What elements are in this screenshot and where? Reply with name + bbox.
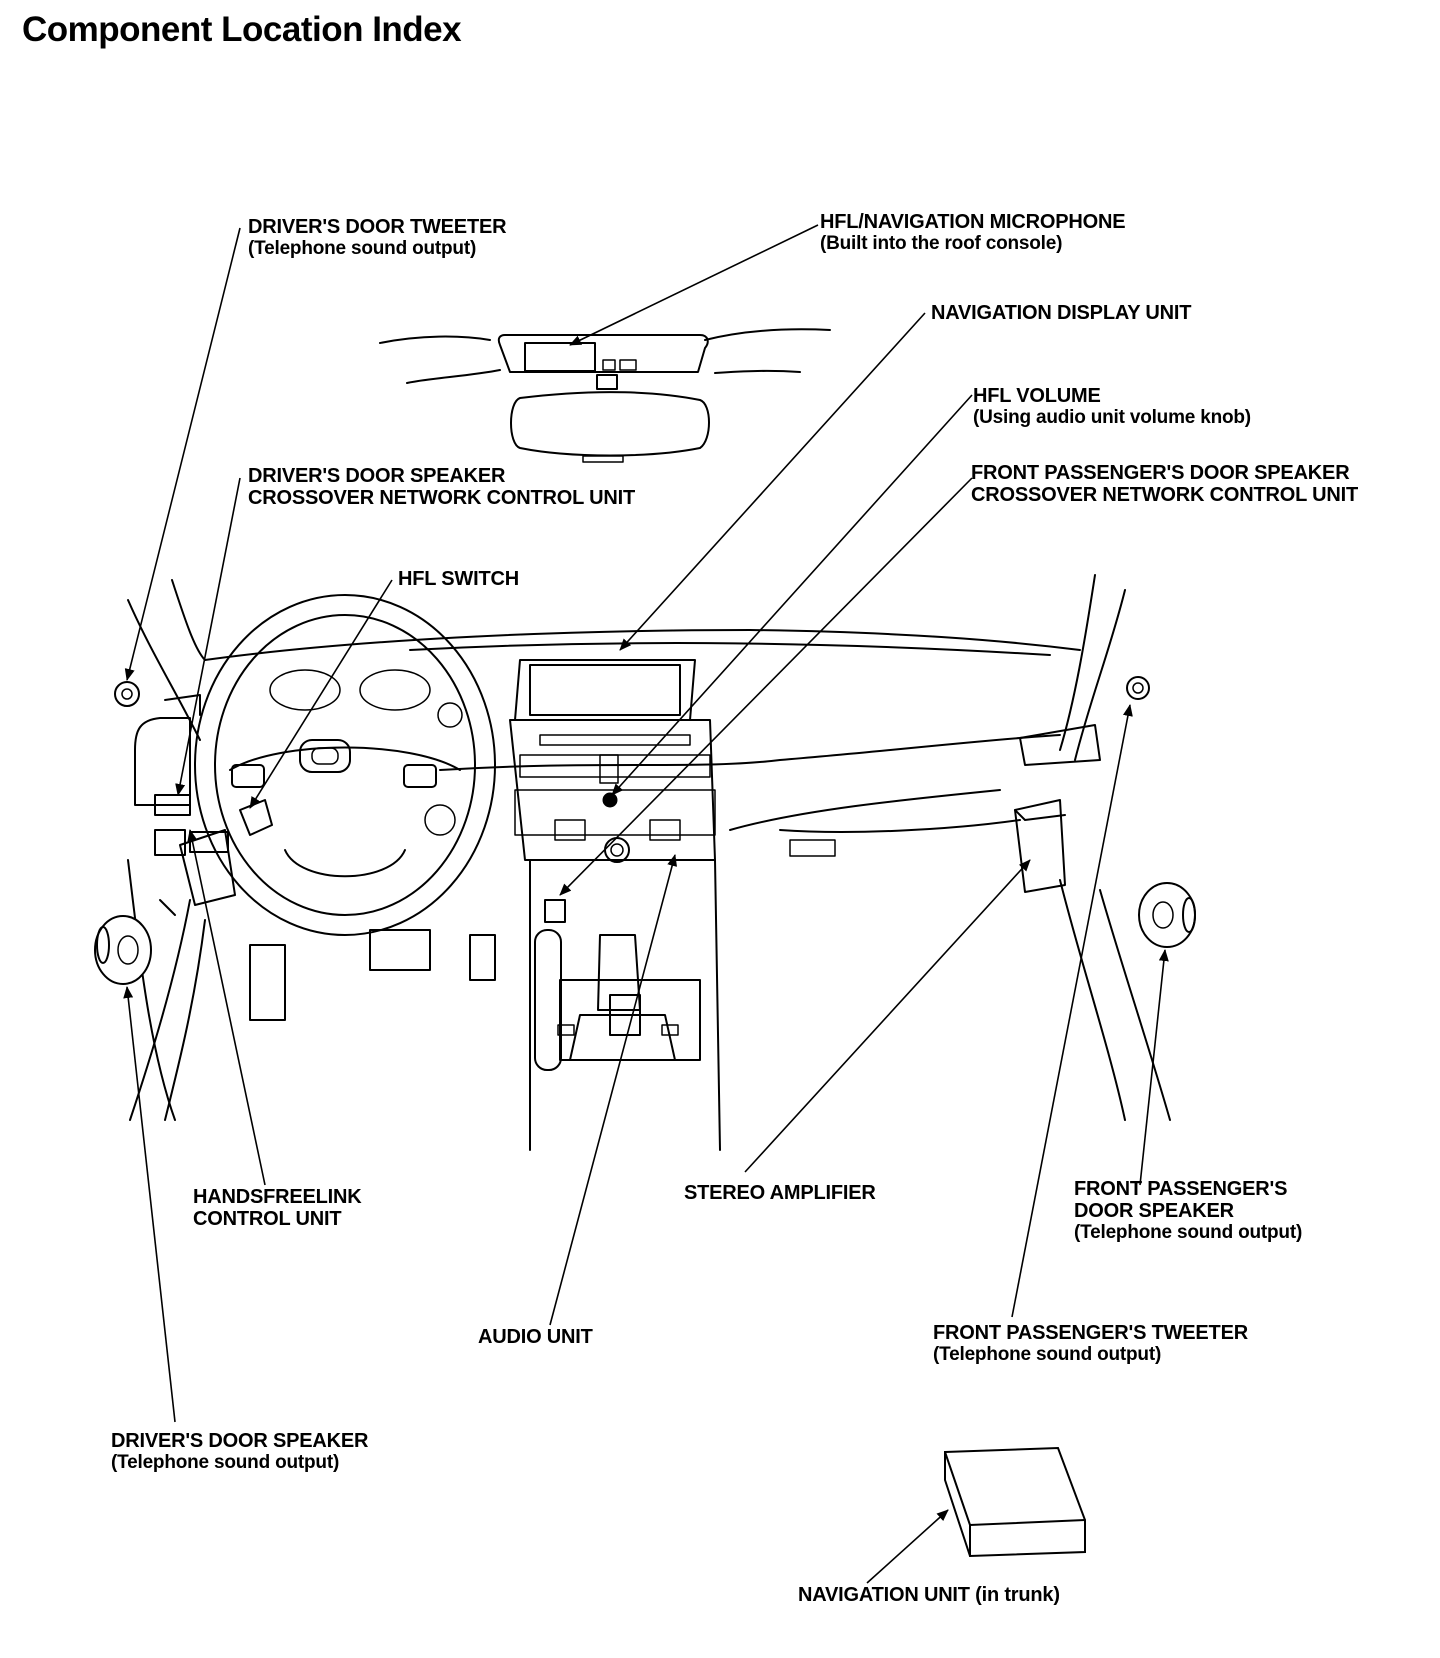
label-hfl-navigation-microphone: HFL/NAVIGATION MICROPHONE (Built into th… [820, 211, 1126, 254]
drivers-tweeter-shape [114, 681, 140, 707]
label-navigation-display-unit: NAVIGATION DISPLAY UNIT [931, 302, 1192, 324]
label-navigation-unit: NAVIGATION UNIT (in trunk) [798, 1584, 1060, 1606]
label-drivers-door-speaker: DRIVER'S DOOR SPEAKER (Telephone sound o… [111, 1430, 369, 1473]
pass-speaker-shape [1138, 882, 1196, 948]
label-hfl-volume: HFL VOLUME (Using audio unit volume knob… [973, 385, 1251, 428]
roof-console-illustration [379, 328, 831, 463]
label-stereo-amplifier: STEREO AMPLIFIER [684, 1182, 876, 1204]
dashboard-illustration [127, 574, 1171, 1151]
label-hfl-switch: HFL SWITCH [398, 568, 519, 590]
label-handsfreelink-control-unit: HANDSFREELINK CONTROL UNIT [193, 1186, 362, 1230]
label-front-pass-crossover-unit: FRONT PASSENGER'S DOOR SPEAKER CROSSOVER… [971, 462, 1358, 506]
label-drivers-door-tweeter: DRIVER'S DOOR TWEETER (Telephone sound o… [248, 216, 507, 259]
label-audio-unit: AUDIO UNIT [478, 1326, 593, 1348]
page-title: Component Location Index [22, 10, 462, 49]
leader-lines [123, 224, 1169, 1584]
navigation-unit-box [944, 1446, 1086, 1558]
pass-tweeter-shape [1126, 676, 1150, 700]
label-drivers-crossover-unit: DRIVER'S DOOR SPEAKER CROSSOVER NETWORK … [248, 465, 635, 509]
drivers-speaker-shape [94, 915, 152, 985]
label-front-pass-tweeter: FRONT PASSENGER'S TWEETER (Telephone sou… [933, 1322, 1248, 1365]
label-front-pass-door-speaker: FRONT PASSENGER'S DOOR SPEAKER (Telephon… [1074, 1178, 1303, 1243]
